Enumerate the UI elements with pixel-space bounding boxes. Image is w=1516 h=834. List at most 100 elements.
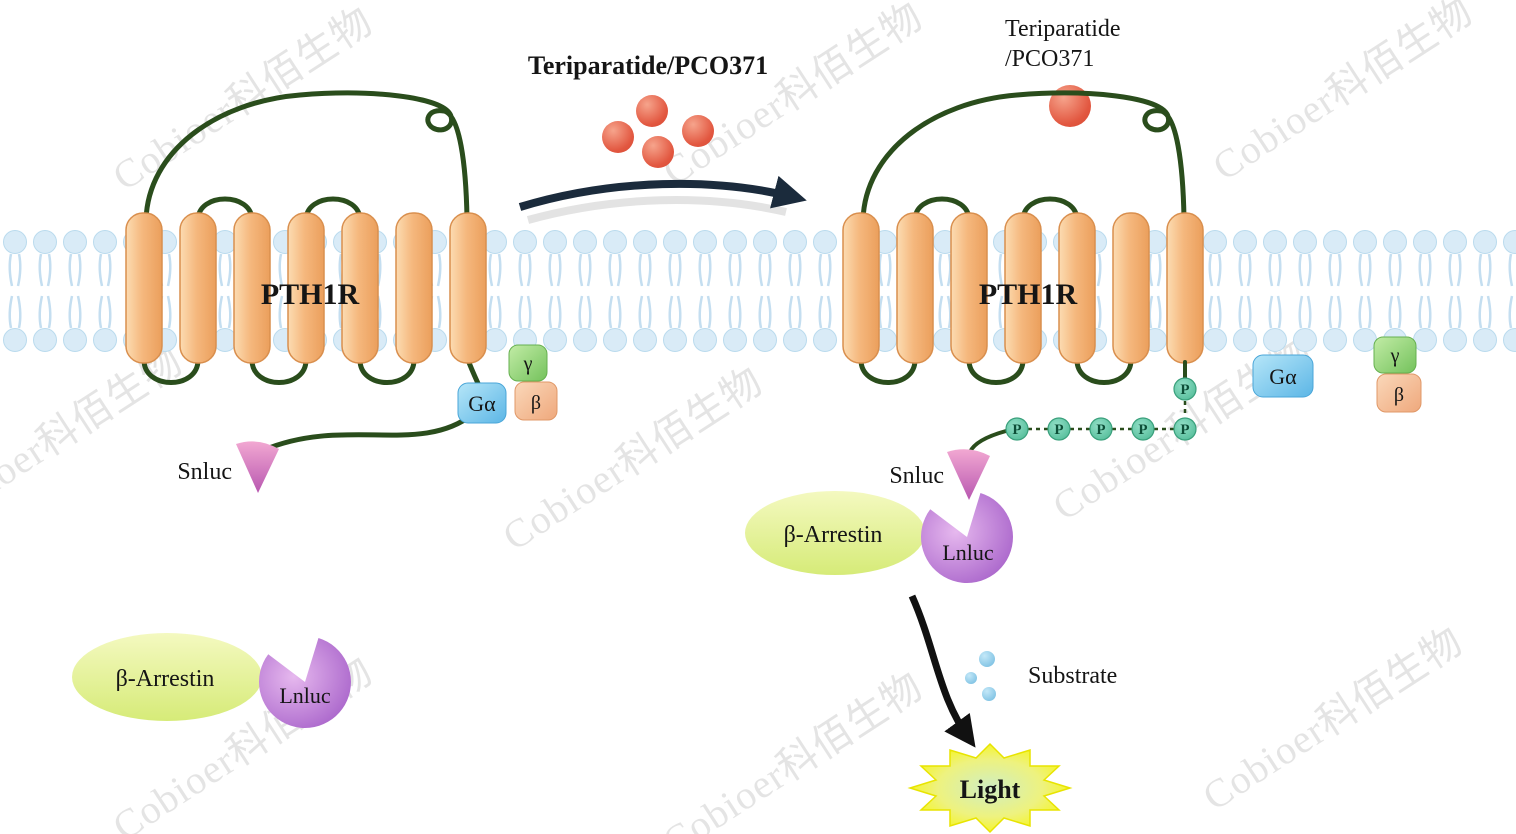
phosphate-label: P	[1054, 422, 1063, 438]
tm-helix	[842, 212, 880, 364]
intracellular-loop	[1074, 357, 1134, 385]
intracellular-loop	[141, 357, 201, 385]
beta-arrestin-body	[745, 491, 925, 575]
intracellular-loop	[249, 357, 309, 385]
left-snluc: Snluc	[177, 441, 279, 493]
intracellular-loop	[357, 357, 417, 385]
phosphate-site	[1173, 417, 1197, 441]
tm-helix	[950, 212, 988, 364]
substrate-molecule	[982, 687, 996, 701]
activation-arrow	[518, 175, 807, 211]
left-receptor: PTH1R	[125, 90, 487, 453]
substrate-molecule	[979, 651, 995, 667]
tm-helix	[1058, 212, 1096, 364]
arrow-shadow	[526, 196, 787, 224]
substrate-molecule	[965, 672, 977, 684]
phosphate-label: P	[1012, 422, 1021, 438]
tm-helix	[896, 212, 934, 364]
light-burst: Light	[907, 742, 1073, 834]
ligand-molecule	[682, 115, 714, 147]
gamma-subunit	[1373, 336, 1417, 374]
beta-arrestin-label: β-Arrestin	[784, 522, 883, 548]
phosphate-site	[1047, 417, 1071, 441]
right-ligand-label-line1: Teriparatide	[1005, 16, 1121, 42]
tm-helix	[1112, 212, 1150, 364]
membrane-bottom-leaflet	[0, 292, 1516, 354]
substrate-label: Substrate	[1028, 663, 1117, 689]
n-terminus-loop	[860, 90, 1187, 223]
tm-helix	[233, 212, 271, 364]
tm-helix	[1166, 212, 1204, 364]
left-arrestin-lnluc: β-Arrestin Lnluc	[72, 633, 351, 728]
catalysis-arrow	[908, 594, 976, 748]
gamma-subunit	[508, 344, 548, 382]
light-label: Light	[960, 775, 1021, 804]
n-terminus-loop	[143, 90, 470, 223]
receptor-label: PTH1R	[979, 278, 1078, 311]
left-receptor-loops	[141, 90, 484, 453]
extracellular-loop	[195, 196, 255, 223]
beta-subunit	[514, 381, 558, 421]
receptor-label: PTH1R	[261, 278, 360, 311]
phosphate-site	[1005, 417, 1029, 441]
lnluc-pacman	[259, 637, 351, 728]
phosphate-site	[1173, 377, 1197, 401]
phosphate-site	[1089, 417, 1113, 441]
g-alpha-label: Gα	[468, 391, 496, 416]
g-alpha-subunit	[1252, 354, 1314, 398]
membrane-top-leaflet	[0, 228, 1516, 290]
right-receptor-loops	[858, 90, 1187, 385]
phosphate-label: P	[1096, 422, 1105, 438]
ligand-center: Teriparatide/PCO371	[528, 51, 768, 168]
phosphate-site	[1131, 417, 1155, 441]
substrate-arrow	[908, 594, 976, 748]
stimulation-arrow	[518, 175, 807, 224]
tm-helix	[341, 212, 379, 364]
beta-subunit	[1376, 373, 1422, 413]
left-g-protein: Gα γ β	[457, 344, 558, 424]
gamma-label: γ	[1390, 345, 1400, 367]
snluc-wedge	[236, 441, 279, 493]
beta-label: β	[531, 392, 541, 414]
tm-helix	[449, 212, 487, 364]
snluc-label: Snluc	[889, 463, 944, 489]
intracellular-loop	[858, 357, 918, 385]
ligand-title: Teriparatide/PCO371	[528, 51, 768, 80]
right-arrestin-lnluc: β-Arrestin Lnluc	[745, 491, 1013, 583]
c-terminal-tail	[261, 411, 476, 453]
lnluc-label: Lnluc	[279, 683, 331, 708]
extracellular-loop	[1020, 196, 1080, 223]
phospho-chain: P P P P P P	[968, 360, 1197, 454]
g-alpha-subunit	[457, 382, 507, 424]
extracellular-loop	[303, 196, 363, 223]
substrate: Substrate	[965, 651, 1117, 701]
ligand-molecule	[636, 95, 668, 127]
ligand-molecule	[602, 121, 634, 153]
beta-label: β	[1394, 384, 1404, 406]
tm-helix	[125, 212, 163, 364]
snluc-label: Snluc	[177, 459, 232, 485]
right-g-protein: Gα γ β	[1252, 336, 1422, 413]
gamma-label: γ	[523, 353, 533, 375]
phosphate-label: P	[1180, 422, 1189, 438]
tm-helix	[1004, 212, 1042, 364]
beta-arrestin-label: β-Arrestin	[116, 666, 215, 692]
phosphate-label: P	[1180, 382, 1189, 398]
right-snluc: Snluc	[889, 449, 990, 500]
tm-helix	[287, 212, 325, 364]
extracellular-loop	[912, 196, 972, 223]
right-receptor: PTH1R	[842, 90, 1204, 385]
lnluc-label: Lnluc	[942, 540, 994, 565]
lnluc-pacman	[921, 492, 1013, 583]
right-ligand-label-line2: /PCO371	[1005, 46, 1094, 72]
beta-arrestin-body	[72, 633, 262, 721]
g-alpha-label: Gα	[1269, 364, 1297, 389]
snluc-wedge	[947, 449, 990, 500]
ligand-molecule	[642, 136, 674, 168]
phosphate-label: P	[1138, 422, 1147, 438]
starburst-shape	[907, 742, 1073, 834]
tm-helix	[179, 212, 217, 364]
intracellular-loop	[966, 357, 1026, 385]
